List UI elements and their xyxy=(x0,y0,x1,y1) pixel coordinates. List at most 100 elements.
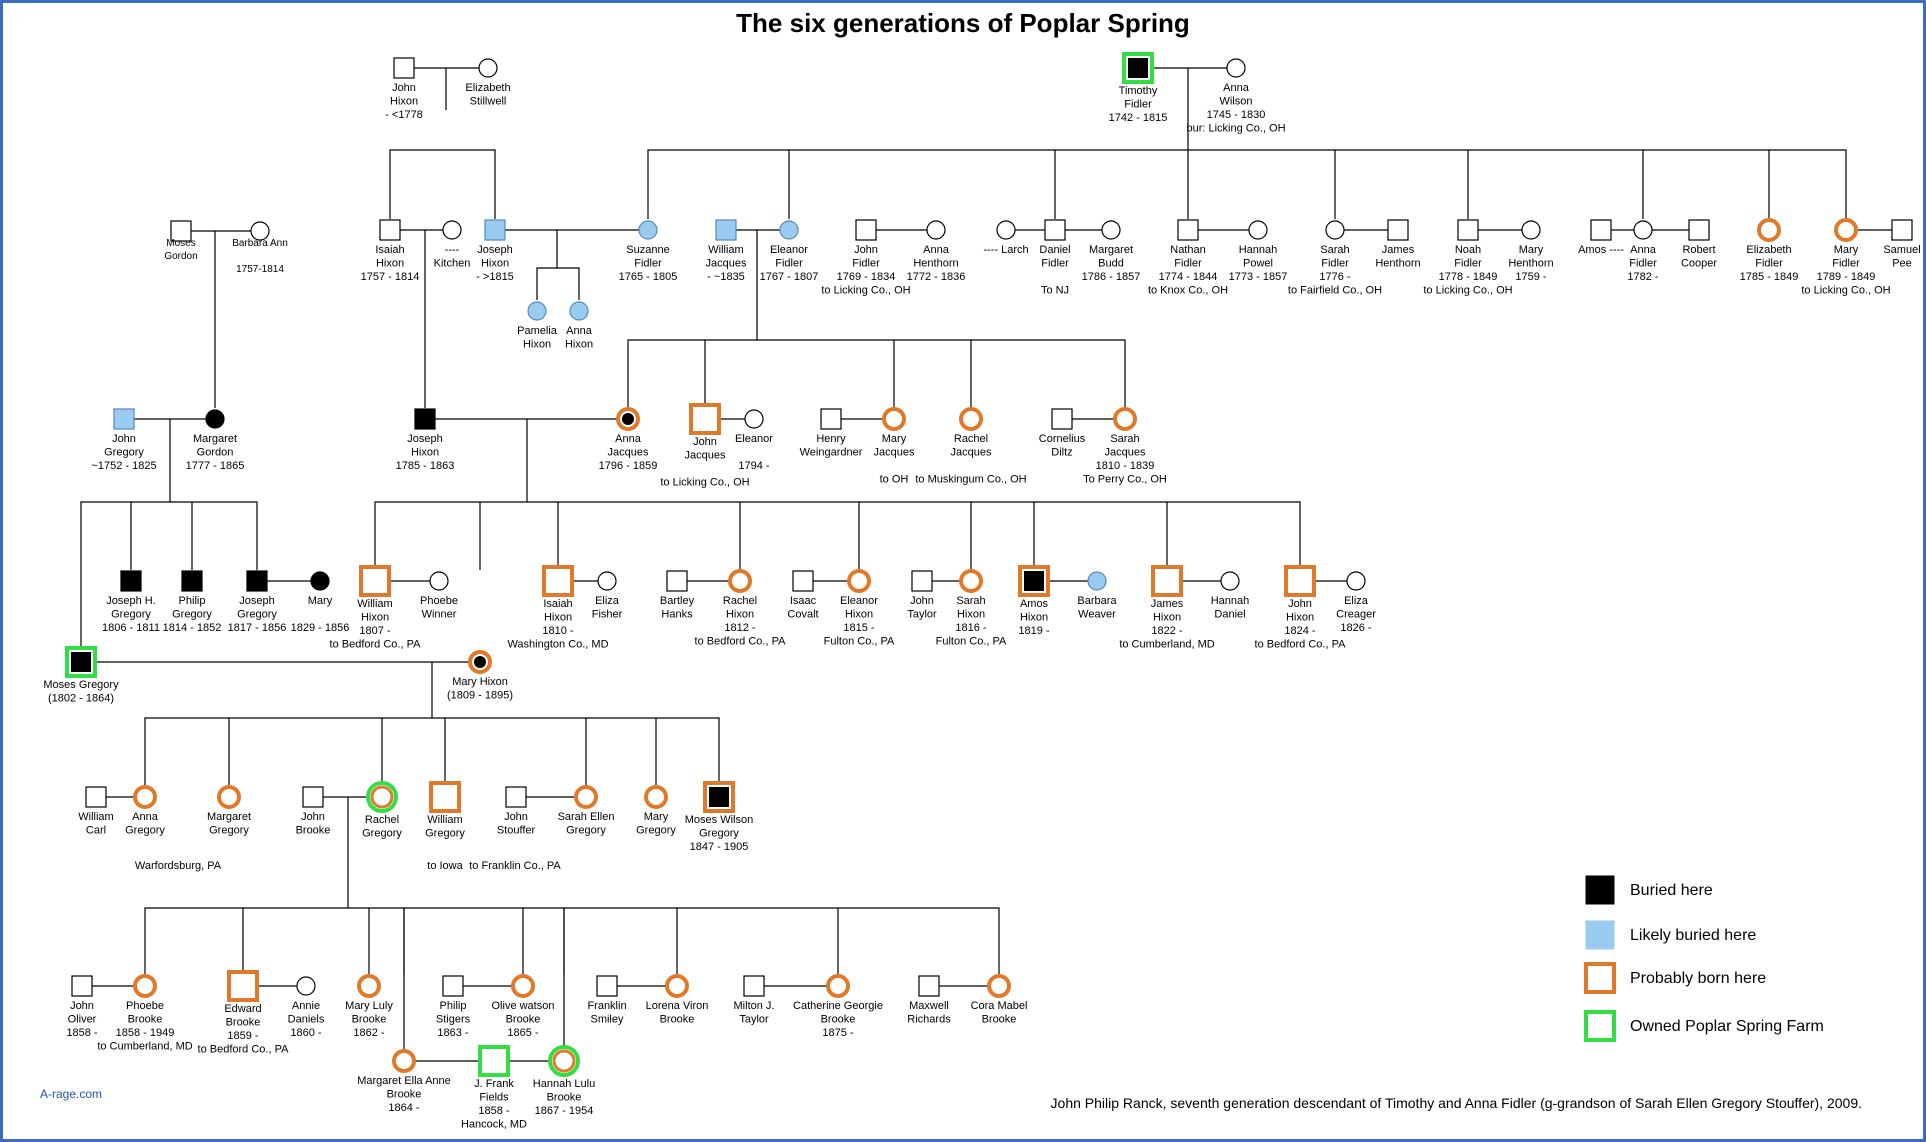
person-label: 1858 - xyxy=(478,1105,510,1117)
person-label: Bartley xyxy=(660,595,695,607)
person-label: Phoebe xyxy=(126,1000,164,1012)
person-label: Hixon xyxy=(523,339,551,351)
circle-symbol xyxy=(217,785,241,809)
square-symbol xyxy=(743,975,765,997)
person-label: 1782 - xyxy=(1627,271,1659,283)
person-label: Anna xyxy=(566,325,593,337)
person-rjacques xyxy=(959,407,983,431)
person-anhixon xyxy=(569,301,589,321)
circle-symbol xyxy=(250,221,270,241)
person-label: Pee xyxy=(1892,258,1912,270)
person-label: Joseph xyxy=(407,433,442,445)
person-label: 1774 - 1844 xyxy=(1159,271,1218,283)
square-symbol xyxy=(442,975,464,997)
person-label: Washington Co., MD xyxy=(507,639,608,651)
circle-symbol xyxy=(728,569,752,593)
person-label: 1785 - 1849 xyxy=(1740,271,1799,283)
person-label: Cooper xyxy=(1681,258,1717,270)
person-ecreager xyxy=(1346,571,1366,591)
person-label: Creager xyxy=(1336,609,1376,621)
person-label: to Licking Co., OH xyxy=(1423,285,1512,297)
person-label: Hixon xyxy=(376,258,404,270)
connector-lines xyxy=(80,67,1902,1062)
person-label: Kitchen xyxy=(434,258,471,270)
person-label: Daniel xyxy=(1039,244,1070,256)
person-label: Gregory xyxy=(104,447,144,459)
person-anfidler xyxy=(1633,220,1653,240)
person-label: Fidler xyxy=(1629,258,1657,270)
person-label: Hannah Lulu xyxy=(533,1078,595,1090)
person-nofidler xyxy=(1457,219,1479,241)
person-label: 1815 - xyxy=(843,622,875,634)
person-label: 1778 - 1849 xyxy=(1439,271,1498,283)
person-phixon xyxy=(527,301,547,321)
person-label: William xyxy=(708,244,743,256)
circle-symbol xyxy=(478,58,498,78)
connector-line xyxy=(536,267,580,300)
person-label: 1772 - 1836 xyxy=(907,271,966,283)
person-label: Hanks xyxy=(661,609,693,621)
person-label: Mary Luly xyxy=(345,1000,393,1012)
person-label: Brooke xyxy=(982,1014,1017,1026)
square-symbol xyxy=(484,219,506,241)
person-ihixon xyxy=(379,219,401,241)
circle-symbol xyxy=(826,974,850,998)
person-label: Henthorn xyxy=(1375,258,1420,270)
person-label: Isaiah xyxy=(543,598,572,610)
person-label: Rachel xyxy=(954,433,988,445)
person-label: 1875 - xyxy=(822,1027,854,1039)
person-label: Brooke xyxy=(352,1014,387,1026)
person-label: Brooke xyxy=(660,1014,695,1026)
person-label: Hixon xyxy=(726,609,754,621)
person-jstouffer xyxy=(505,786,527,808)
inner-fill xyxy=(474,656,486,668)
person-label: 1816 - xyxy=(955,622,987,634)
circle-symbol xyxy=(296,976,316,996)
person-label: 1817 - 1856 xyxy=(228,622,287,634)
person-label: to Cumberland, MD xyxy=(1119,639,1214,651)
person-mtaylor xyxy=(743,975,765,997)
person-label: Brooke xyxy=(821,1014,856,1026)
square-symbol xyxy=(227,970,259,1002)
person-label: 1742 - 1815 xyxy=(1109,112,1168,124)
site-link[interactable]: A-rage.com xyxy=(40,1087,102,1101)
person-label: Fulton Co., PA xyxy=(824,636,895,648)
person-label: Fidler xyxy=(852,258,880,270)
person-label: Eliza xyxy=(595,595,620,607)
person-label: Gordon xyxy=(197,447,234,459)
person-label: Mary xyxy=(1519,244,1544,256)
person-wcarl xyxy=(85,786,107,808)
person-pstigers xyxy=(442,975,464,997)
person-label: to Licking Co., OH xyxy=(1801,285,1890,297)
person-ajacques xyxy=(616,407,640,431)
person-label: Hixon xyxy=(390,96,418,108)
person-label: John xyxy=(70,1000,94,1012)
circle-symbol xyxy=(1346,571,1366,591)
person-jfidler xyxy=(855,219,877,241)
person-label: Mary xyxy=(644,811,669,823)
person-label: Eleanor xyxy=(735,433,773,445)
connector-line xyxy=(374,501,1301,570)
person-maryhixon xyxy=(468,650,492,674)
person-label: Philip xyxy=(179,595,206,607)
person-mbudd xyxy=(1101,220,1121,240)
person-label: Henry xyxy=(816,433,846,445)
person-label: Noah xyxy=(1455,244,1481,256)
circle-symbol xyxy=(1101,220,1121,240)
person-label: 1860 - xyxy=(290,1027,322,1039)
person-label: 1863 - xyxy=(437,1027,469,1039)
person-label: 1789 - 1849 xyxy=(1817,271,1876,283)
square-symbol xyxy=(1688,219,1710,241)
square-symbol xyxy=(715,219,737,241)
person-label: to Fairfield Co., OH xyxy=(1288,285,1382,297)
person-label: Budd xyxy=(1098,258,1124,270)
person-sjacques xyxy=(1113,407,1137,431)
person-label: Barbara xyxy=(1077,595,1117,607)
person-dfidler xyxy=(1044,219,1066,241)
person-jogregory xyxy=(246,570,268,592)
person-label: Hixon xyxy=(481,258,509,270)
square-symbol xyxy=(71,975,93,997)
person-label: bur: Licking Co., OH xyxy=(1186,123,1285,135)
square-symbol xyxy=(1891,219,1913,241)
